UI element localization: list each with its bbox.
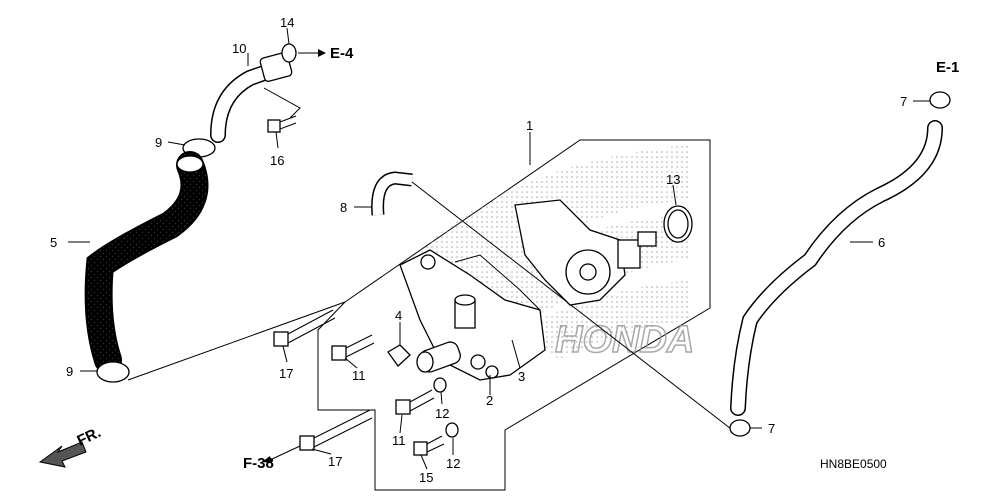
washer-12-lower [445,422,459,438]
callout-16: 16 [270,153,284,168]
leader-lines [68,27,930,470]
callout-17-lower: 17 [328,454,342,469]
callout-12-lower: 12 [446,456,460,471]
bolt-11-lower [395,389,435,415]
clamp-7-bottom [729,419,751,437]
o-ring-14 [281,43,297,63]
callout-13: 13 [666,172,680,187]
callout-11-lower: 11 [392,433,406,448]
callout-7-bottom: 7 [768,421,775,436]
callout-4: 4 [395,308,402,323]
callout-14: 14 [280,15,294,30]
callout-11-upper: 11 [352,368,366,383]
bolt-11-upper [331,334,375,361]
callout-1: 1 [526,118,533,133]
callout-7-top: 7 [900,94,907,109]
svg-text:HONDA: HONDA [555,319,694,361]
water-pump-body [514,199,657,306]
clamp-7-top [929,91,951,109]
callout-8: 8 [340,200,347,215]
ref-front: FR. [75,424,104,450]
diagram-code: HN8BE0500 [820,457,887,471]
bolt-17-lower [299,409,373,451]
callout-3: 3 [518,369,525,384]
bolt-17-upper [273,309,336,347]
clamp-9-bottom [96,361,130,383]
bolt-15 [413,435,445,456]
callout-5: 5 [50,235,57,250]
callout-17-upper: 17 [279,366,293,381]
callout-6: 6 [878,235,885,250]
bolt-16 [267,115,297,133]
ref-f38: F-38 [243,455,274,472]
callout-labels: 1 2 3 4 5 6 7 7 8 9 9 10 11 11 12 12 13 … [50,15,907,485]
assembly-boundary [317,139,711,491]
bracket-4 [387,344,411,367]
callout-12-upper: 12 [435,406,449,421]
callout-15: 15 [419,470,433,485]
hose-8 [371,171,413,216]
hose-10 [210,52,293,143]
hose-5 [84,151,209,374]
ref-e1: E-1 [936,59,959,76]
callout-2: 2 [486,393,493,408]
callout-10: 10 [232,41,246,56]
washer-12-upper [433,377,447,393]
callout-9-top: 9 [155,135,162,150]
callout-9-bottom: 9 [66,364,73,379]
front-arrow [38,441,87,468]
ref-e4: E-4 [330,45,354,62]
pump-cover-assembly [399,249,546,381]
hose-6 [730,120,943,416]
